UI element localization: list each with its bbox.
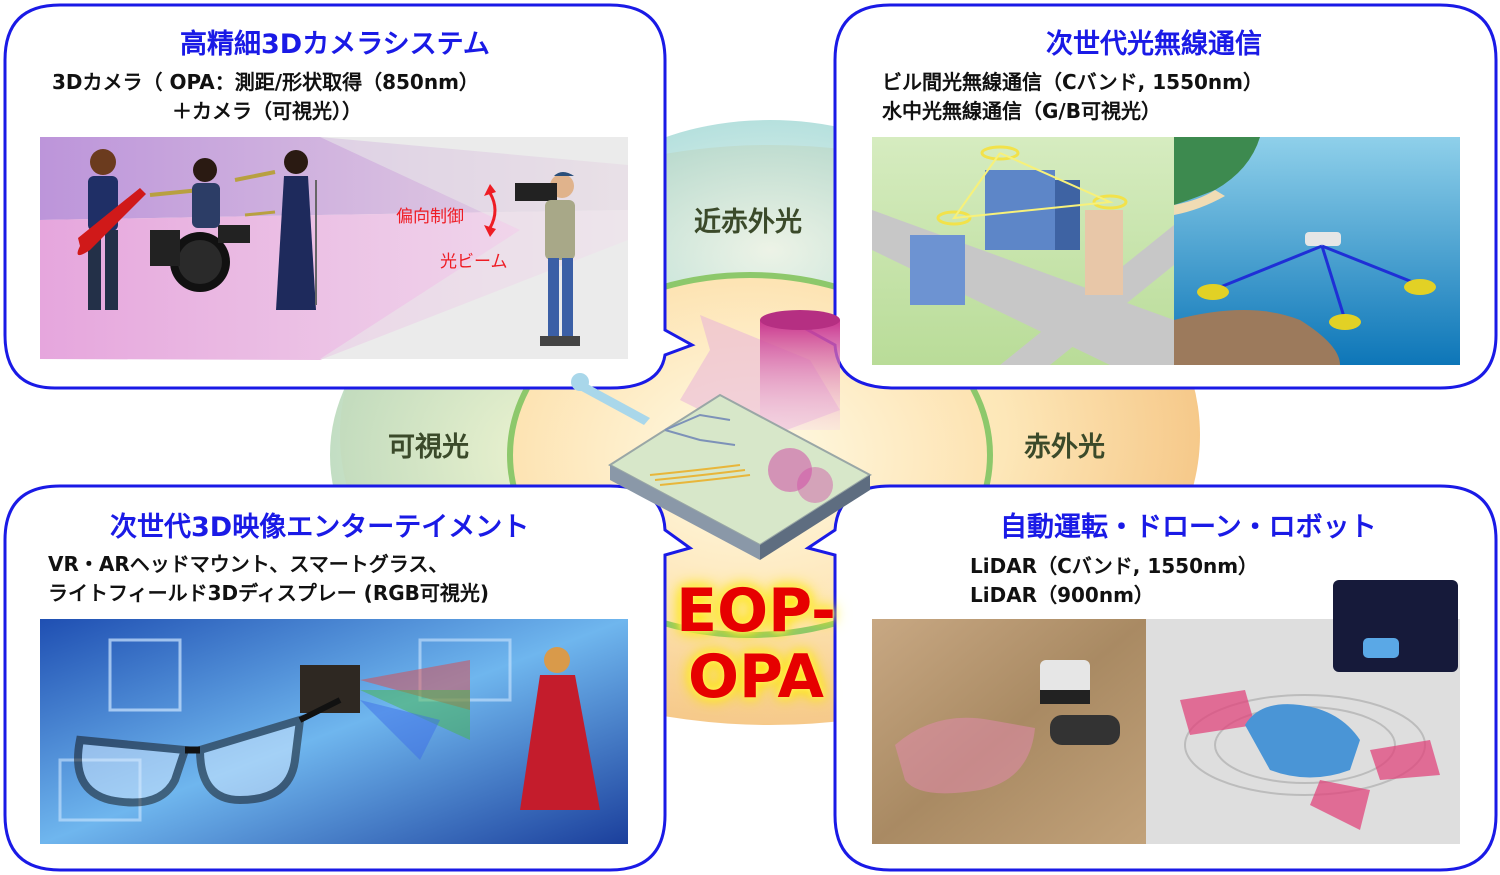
camera-panel-title: 高精細3Dカメラシステム xyxy=(180,29,490,60)
light-beam-label: 光ビーム xyxy=(440,252,508,272)
wireless-panel-line2: 水中光無線通信（G/B可視光） xyxy=(882,99,1161,123)
deflection-control-label: 偏向制御 xyxy=(396,207,464,227)
eop-opa-label-line1: EOP- xyxy=(676,576,836,646)
concert-camera-illustration xyxy=(40,137,628,360)
near-infrared-label: 近赤外光 xyxy=(694,207,802,238)
infrared-label: 赤外光 xyxy=(1024,432,1105,463)
opa-chip-illustration xyxy=(571,310,872,560)
autonomous-panel-line1: LiDAR（Cバンド, 1550nm） xyxy=(970,554,1259,578)
eop-opa-label: EOP- OPA xyxy=(676,578,836,710)
camera-panel-line2: ＋カメラ（可視光）） xyxy=(172,99,362,123)
display-panel-line2: ライトフィールド3Dディスプレー (RGB可視光) xyxy=(48,581,490,605)
ar-glasses-illustration xyxy=(40,619,628,844)
car-lidar-illustration xyxy=(1146,580,1460,844)
display-panel-line1: VR・ARヘッドマウント、スマートグラス、 xyxy=(48,552,449,576)
wireless-panel-line1: ビル間光無線通信（Cバンド, 1550nm） xyxy=(882,70,1263,94)
camera-panel-line1: 3Dカメラ（ OPA：測距/形状取得（850nm） xyxy=(52,70,479,94)
autonomous-panel-line2: LiDAR（900nm） xyxy=(970,583,1154,607)
eop-opa-label-line2: OPA xyxy=(688,642,824,712)
underwater-wireless-illustration xyxy=(1174,137,1460,365)
wireless-panel-title: 次世代光無線通信 xyxy=(1046,29,1262,60)
autonomous-panel-title: 自動運転・ドローン・ロボット xyxy=(1000,512,1377,543)
city-wireless-illustration xyxy=(872,137,1174,365)
visible-light-label: 可視光 xyxy=(388,432,469,463)
robot-lidar-illustration xyxy=(872,619,1146,844)
display-panel-title: 次世代3D映像エンターテイメント xyxy=(110,512,530,543)
